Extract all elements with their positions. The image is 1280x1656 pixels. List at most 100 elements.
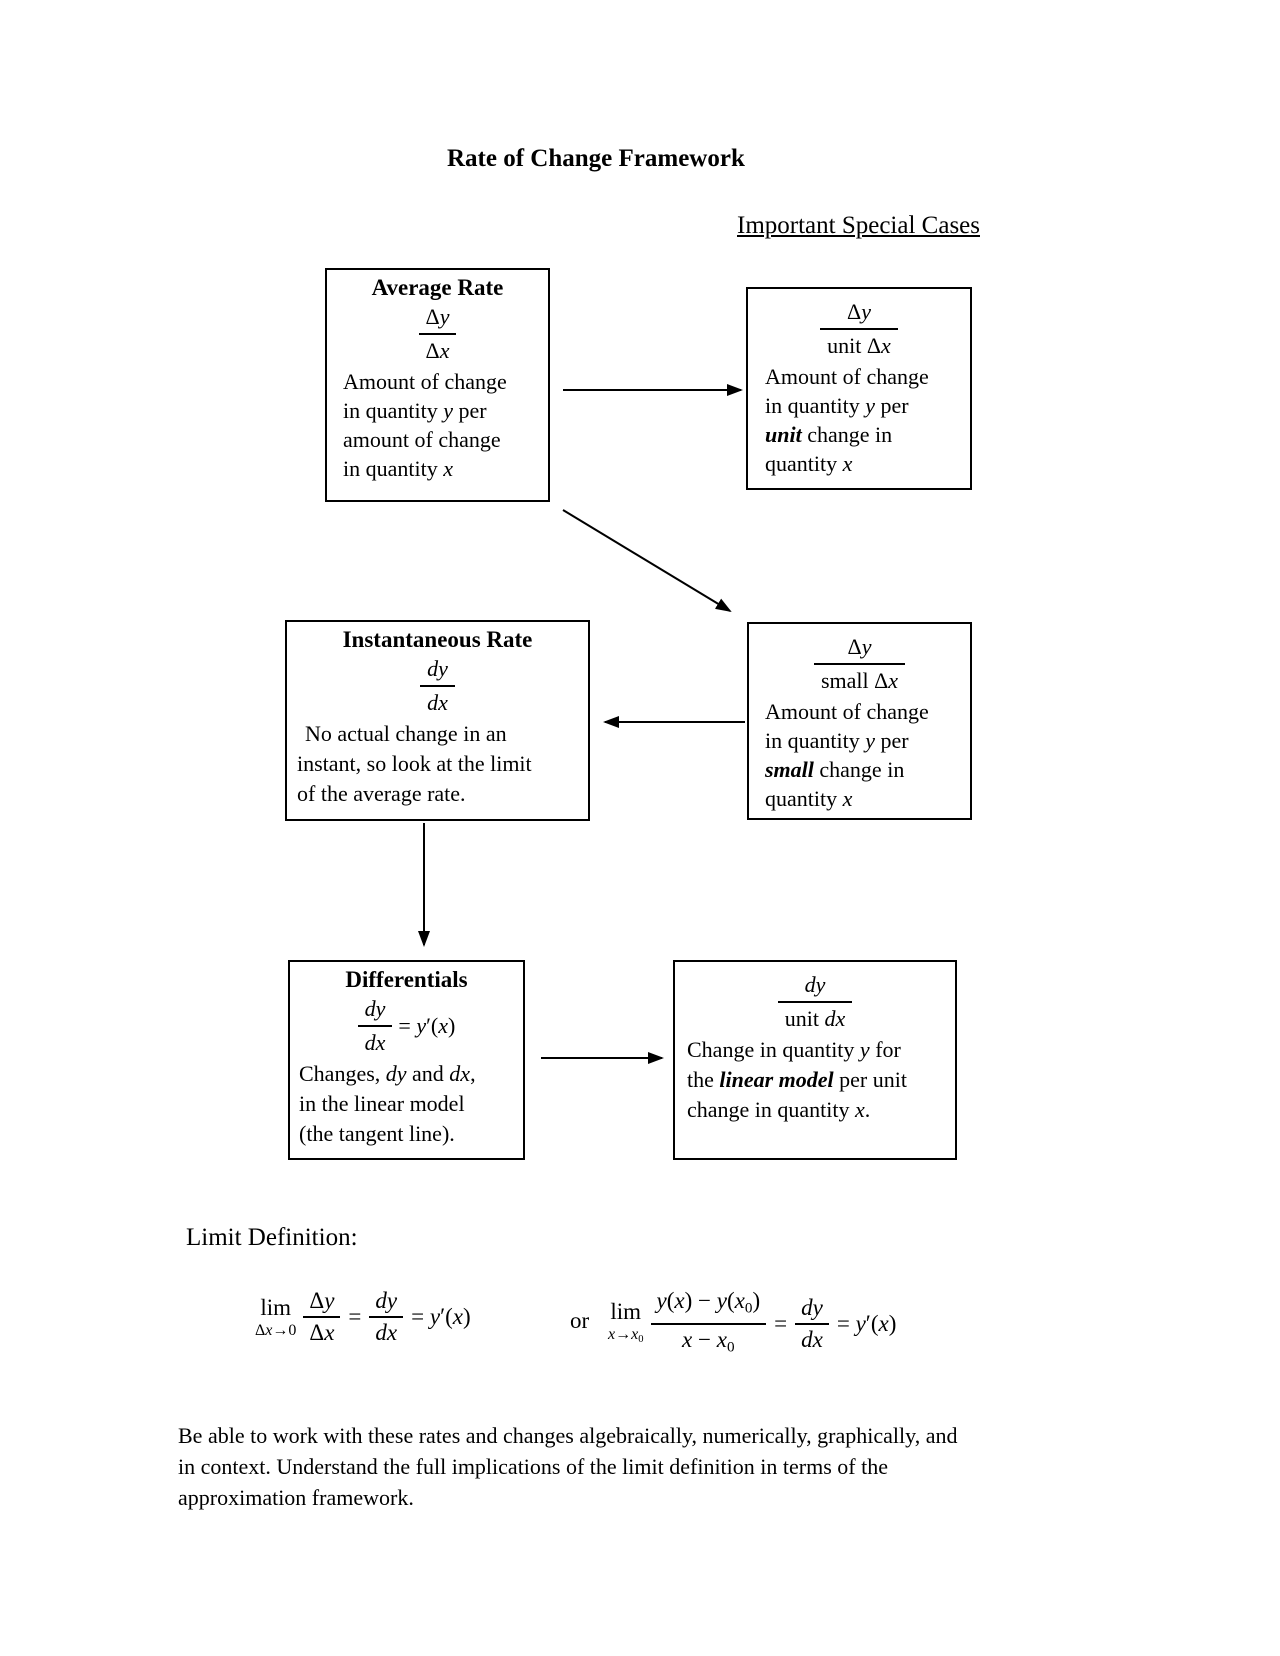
text-line: quantity x: [765, 451, 853, 476]
text-line: in quantity x: [343, 456, 453, 481]
fraction-denominator: dx: [795, 1325, 829, 1352]
limit-operator: lim Δx→0: [255, 1294, 296, 1339]
text-line: Change in quantity y for: [687, 1037, 901, 1062]
text-line: x − x0: [682, 1327, 735, 1356]
text-line: Amount of change: [765, 699, 929, 724]
arrow-average-to-small: [562, 509, 732, 613]
lim-subscript: Δx→0: [255, 1322, 296, 1339]
text-line: in quantity y per: [343, 398, 487, 423]
unit-change-fraction: Δy unit Δx: [748, 289, 970, 362]
text-line: unit Δx: [827, 333, 891, 358]
page-title: Rate of Change Framework: [447, 145, 745, 172]
fraction-denominator: Δx: [303, 1318, 340, 1345]
fraction-numerator: dy: [357, 996, 393, 1027]
text-line: dx: [364, 1030, 386, 1055]
text-line: dx: [427, 690, 448, 715]
text-line: Δy: [309, 1288, 335, 1313]
text-line: Be able to work with these rates and cha…: [178, 1423, 958, 1448]
text-line: in context. Understand the full implicat…: [178, 1454, 888, 1479]
fraction-denominator: Δx: [419, 335, 457, 364]
box-linear-model: dy unit dx Change in quantity y for the l…: [673, 960, 957, 1160]
special-cases-heading: Important Special Cases: [737, 212, 980, 239]
text-line: dy: [804, 972, 826, 997]
delta-fraction: Δy Δx: [303, 1288, 341, 1345]
box-average-rate-title: Average Rate: [371, 275, 504, 300]
limit-equation-1: lim Δx→0 Δy Δx = dy dx = y′(x): [255, 1289, 471, 1345]
text-line: in quantity y per: [765, 728, 909, 753]
limit-equation-2: lim x→x0 y(x) − y(x0) x − x0 = dy dx = y…: [608, 1289, 896, 1360]
fraction-numerator: Δy: [418, 304, 457, 335]
text-line: dy: [375, 1288, 398, 1313]
or-word: or: [570, 1308, 590, 1333]
lim-word: lim: [260, 1294, 292, 1320]
text-line: Δy: [425, 304, 450, 329]
box-instantaneous-rate-title: Instantaneous Rate: [342, 627, 533, 652]
box-instantaneous-rate-description: No actual change in an instant, so look a…: [287, 719, 588, 809]
box-average-rate: Average Rate Δy Δx Amount of change in qu…: [325, 268, 550, 502]
equals-sign: =: [348, 1304, 362, 1329]
text-line: unit change in: [765, 422, 893, 447]
box-unit-change: Δy unit Δx Amount of change in quantity y…: [746, 287, 972, 490]
text-line: quantity x: [765, 786, 853, 811]
fraction-denominator: x − x0: [651, 1325, 767, 1359]
text-line: approximation framework.: [178, 1485, 414, 1510]
text-line: dy: [364, 996, 386, 1021]
fraction-numerator: Δy: [813, 634, 906, 665]
fraction-numerator: dy: [777, 972, 853, 1003]
small-change-fraction: Δy small Δx: [749, 624, 970, 697]
text-line: Δx: [309, 1320, 335, 1345]
box-differentials: Differentials dy dx = y′(x) Changes, dy …: [288, 960, 525, 1160]
text-line: Δx: [425, 338, 450, 363]
text-line: small change in: [765, 757, 905, 782]
box-instantaneous-rate: Instantaneous Rate dy dx No actual chang…: [285, 620, 590, 821]
box-unit-change-description: Amount of change in quantity y per unit ch…: [748, 362, 970, 478]
average-rate-fraction: Δy Δx: [327, 302, 548, 367]
text-line: dy: [427, 656, 448, 681]
fraction-denominator: dx: [358, 1027, 393, 1056]
closing-paragraph: Be able to work with these rates and cha…: [178, 1420, 1118, 1513]
text-line: unit dx: [784, 1006, 846, 1031]
differentials-equation: dy dx = y′(x): [290, 994, 523, 1059]
text-line: in quantity y per: [765, 393, 909, 418]
text-line: Δy: [847, 299, 871, 324]
text-line: Changes, dy and dx,: [299, 1061, 476, 1086]
text-line: (the tangent line).: [299, 1121, 455, 1146]
fraction-numerator: dy: [369, 1288, 404, 1318]
text-line: No actual change in an: [305, 721, 507, 746]
fraction-denominator: dx: [420, 687, 455, 716]
box-small-change: Δy small Δx Amount of change in quantity …: [747, 622, 972, 820]
box-differentials-title: Differentials: [345, 967, 468, 992]
fraction-denominator: dx: [369, 1318, 403, 1345]
fraction-numerator: Δy: [820, 299, 898, 330]
fraction-denominator: unit Δx: [820, 330, 898, 359]
text-line: Amount of change: [765, 364, 929, 389]
differentials-equation-rhs: = y′(x): [398, 1013, 455, 1039]
text-line: dx: [375, 1320, 398, 1345]
limit-operator: lim x→x0: [608, 1300, 644, 1348]
text-line: instant, so look at the limit: [297, 751, 532, 776]
text-line: of the average rate.: [297, 781, 466, 806]
text-line: dy: [801, 1295, 823, 1321]
equation-result: = y′(x): [837, 1311, 897, 1337]
derivative-fraction: dy dx: [795, 1296, 829, 1352]
text-line: Amount of change: [343, 369, 507, 394]
text-line: amount of change: [343, 427, 501, 452]
text-line: x→x0: [608, 1326, 644, 1346]
instantaneous-rate-fraction: dy dx: [287, 654, 588, 719]
derivative-fraction: dy dx: [369, 1288, 404, 1345]
equation-result: = y′(x): [411, 1304, 471, 1330]
text-line: in the linear model: [299, 1091, 465, 1116]
box-average-rate-description: Amount of change in quantity y per amount …: [327, 367, 548, 483]
text-line: the linear model per unit: [687, 1067, 907, 1092]
fraction-numerator: y(x) − y(x0): [650, 1289, 767, 1326]
text-line: Δx→0: [255, 1321, 297, 1339]
fraction-numerator: dy: [420, 656, 455, 687]
fraction-denominator: unit dx: [778, 1003, 853, 1032]
lim-subscript: x→x0: [608, 1326, 644, 1348]
box-small-change-description: Amount of change in quantity y per small c…: [749, 697, 970, 813]
fraction-numerator: dy: [795, 1295, 829, 1326]
box-differentials-description: Changes, dy and dx, in the linear model (t…: [290, 1059, 523, 1149]
difference-quotient-fraction: y(x) − y(x0) x − x0: [650, 1289, 767, 1360]
